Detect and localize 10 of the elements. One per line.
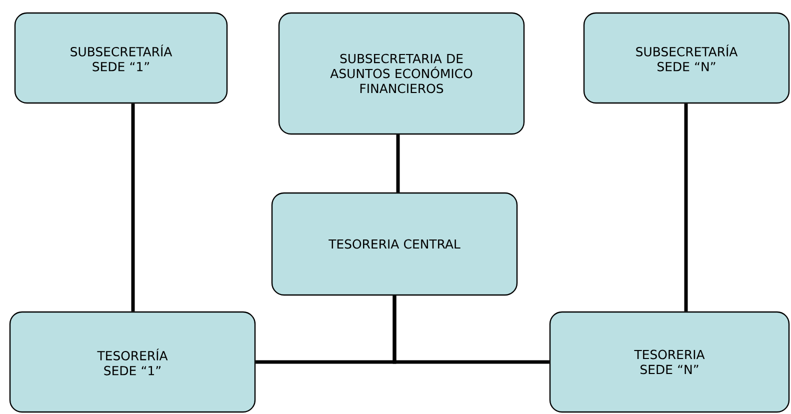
org-box: SUBSECRETARÍA SEDE “1”: [14, 12, 228, 104]
org-box: SUBSECRETARÍA SEDE “N”: [583, 12, 790, 104]
org-box: TESORERIA SEDE “N”: [549, 311, 790, 413]
connector-line: [392, 296, 550, 364]
org-box: TESORERIA CENTRAL: [271, 192, 518, 296]
connector-line: [684, 104, 688, 312]
org-box: TESORERÍA SEDE “1”: [9, 311, 256, 413]
org-box: SUBSECRETARIA DE ASUNTOS ECONÓMICO FINANCIEROS: [278, 12, 525, 135]
connector-line: [131, 104, 135, 312]
connector-line: [396, 134, 400, 192]
